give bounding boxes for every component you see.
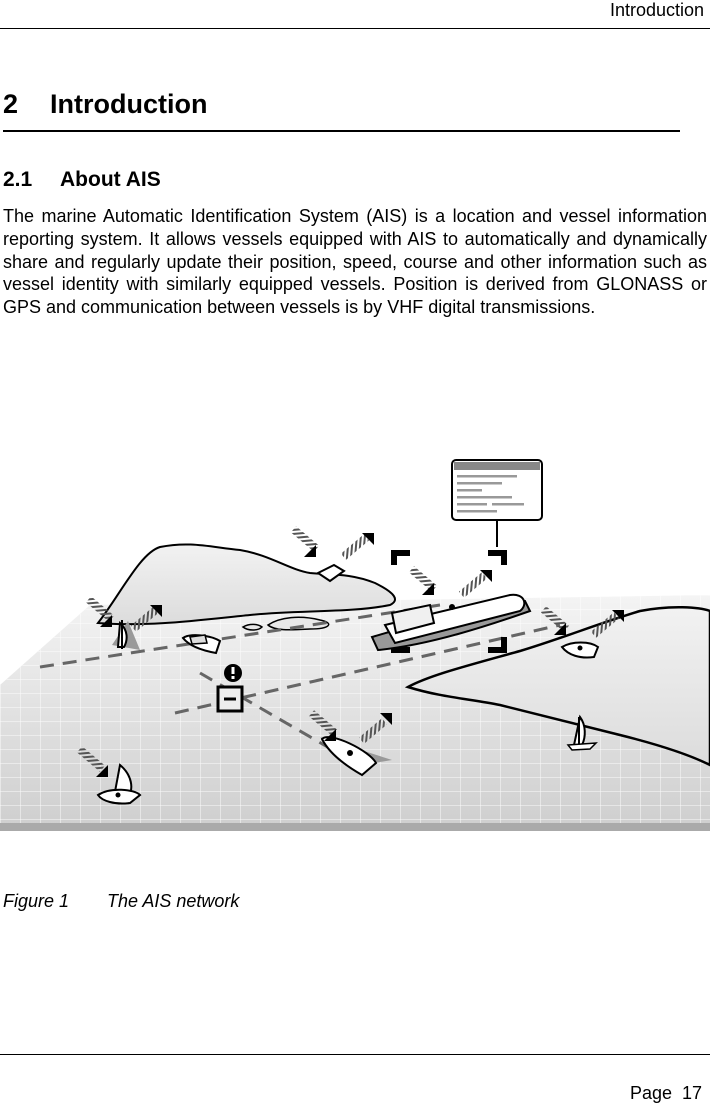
sailboat-icon xyxy=(112,620,140,650)
sailboat-icon xyxy=(96,763,142,805)
motorboat-icon xyxy=(181,634,222,655)
ais-network-figure xyxy=(0,455,710,835)
body-paragraph: The marine Automatic Identification Syst… xyxy=(3,206,707,318)
island xyxy=(241,623,264,631)
figure-title: The AIS network xyxy=(107,891,240,911)
section-number: 2.1 xyxy=(3,168,33,191)
header-rule xyxy=(0,28,710,29)
transmission-arrows-icon xyxy=(76,526,624,777)
landmass-far xyxy=(96,543,396,626)
running-header: Introduction xyxy=(609,0,704,20)
section-heading: 2.1 About AIS xyxy=(3,166,161,194)
info-panel-icon xyxy=(451,459,543,547)
island xyxy=(266,616,330,631)
motorboat-icon xyxy=(560,641,600,659)
chapter-heading: 2 Introduction xyxy=(3,86,680,132)
section-title: About AIS xyxy=(60,168,161,191)
ship-icon xyxy=(370,593,532,652)
dangerous-target-icon xyxy=(216,664,244,713)
figure-caption: Figure 1 The AIS network xyxy=(3,889,239,913)
sailboat-icon xyxy=(566,714,598,751)
chapter-number: 2 xyxy=(3,89,19,119)
motorboat-icon xyxy=(316,563,346,583)
footer-rule xyxy=(0,1054,710,1055)
figure-number: Figure 1 xyxy=(3,891,70,911)
landmass-near xyxy=(404,605,710,767)
page-number: Page 17 xyxy=(629,1083,702,1103)
chapter-title: Introduction xyxy=(50,89,208,119)
